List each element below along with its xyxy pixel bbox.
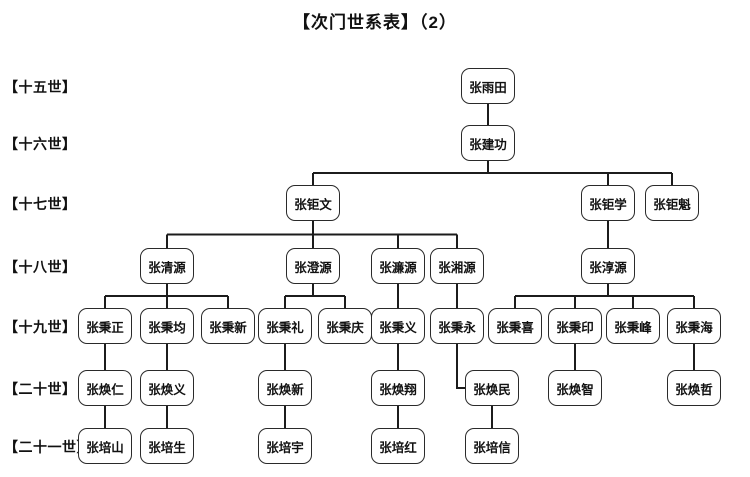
tree-node-juwen: 张钜文 xyxy=(286,185,340,221)
page-title: 【次门世系表】（2） xyxy=(293,13,457,32)
tree-node-huanmin: 张焕民 xyxy=(465,370,519,406)
tree-node-peiyu: 张培宇 xyxy=(258,428,312,464)
tree-node-peisheng: 张培生 xyxy=(140,428,194,464)
tree-node-peihong: 张培红 xyxy=(371,428,425,464)
tree-node-chunyuan: 张淳源 xyxy=(581,248,635,284)
tree-node-binghai: 张秉海 xyxy=(667,308,721,344)
tree-node-peishan: 张培山 xyxy=(78,428,132,464)
tree-node-bingfeng: 张秉峰 xyxy=(606,308,660,344)
tree-node-huanxin: 张焕新 xyxy=(258,370,312,406)
tree-node-bingzheng: 张秉正 xyxy=(78,308,132,344)
tree-node-huanxiang: 张焕翔 xyxy=(371,370,425,406)
tree-node-bingxin: 张秉新 xyxy=(201,308,255,344)
generation-label-20: 【二十世】 xyxy=(4,381,77,397)
connector-juwen xyxy=(166,221,458,248)
tree-node-juxue: 张钜学 xyxy=(581,185,635,221)
tree-node-jukui: 张钜魁 xyxy=(645,185,699,221)
generation-label-15: 【十五世】 xyxy=(4,79,77,95)
tree-node-huanzhi: 张焕智 xyxy=(548,370,602,406)
tree-node-bingqing: 张秉庆 xyxy=(318,308,372,344)
tree-node-bingxi: 张秉喜 xyxy=(488,308,542,344)
connector-chunyuan xyxy=(514,284,695,308)
tree-node-lianyuan: 张濂源 xyxy=(371,248,425,284)
generation-label-18: 【十八世】 xyxy=(4,259,77,275)
tree-node-huanren: 张焕仁 xyxy=(78,370,132,406)
connector-jiangong xyxy=(312,161,673,185)
connector-qingyuan xyxy=(104,284,229,308)
connector-bingyong xyxy=(456,344,465,389)
tree-node-chengyuan: 张澄源 xyxy=(286,248,340,284)
tree-node-bingyi: 张秉义 xyxy=(371,308,425,344)
tree-node-bingyong: 张秉永 xyxy=(430,308,484,344)
generation-label-21: 【二十一世】 xyxy=(4,439,91,455)
tree-node-xiangyuan: 张湘源 xyxy=(430,248,484,284)
generation-label-17: 【十七世】 xyxy=(4,196,77,212)
tree-node-huanyi: 张焕义 xyxy=(140,370,194,406)
tree-node-bingjun: 张秉均 xyxy=(140,308,194,344)
connector-chengyuan xyxy=(284,284,346,308)
tree-node-bingli: 张秉礼 xyxy=(258,308,312,344)
generation-label-19: 【十九世】 xyxy=(4,319,77,335)
tree-node-huanzhe: 张焕哲 xyxy=(667,370,721,406)
tree-node-peixin: 张培信 xyxy=(465,428,519,464)
tree-node-jiangong: 张建功 xyxy=(461,125,515,161)
generation-label-16: 【十六世】 xyxy=(4,136,77,152)
tree-node-yutian: 张雨田 xyxy=(461,68,515,104)
tree-node-bingyin: 张秉印 xyxy=(548,308,602,344)
tree-node-qingyuan: 张清源 xyxy=(140,248,194,284)
